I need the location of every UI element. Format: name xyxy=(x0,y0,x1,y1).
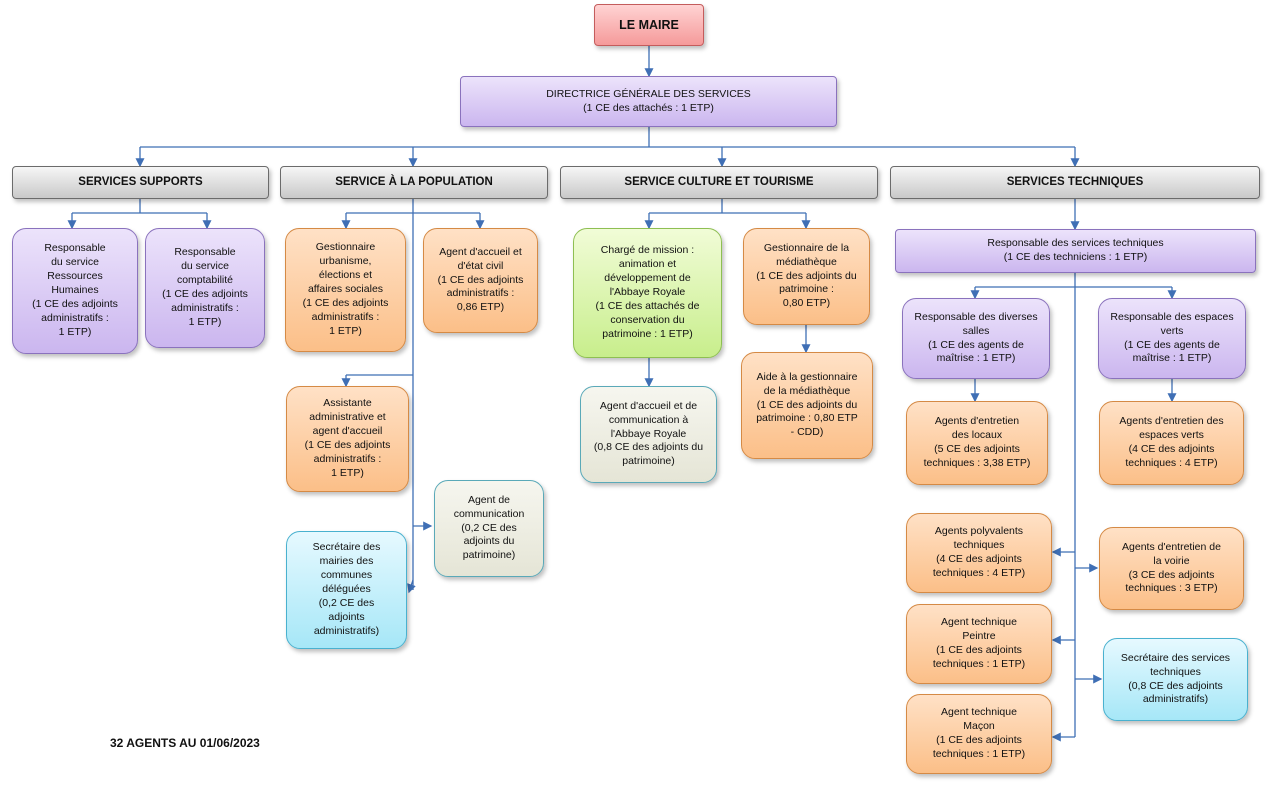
box-secretaire-services-techniques: Secrétaire des services techniques (0,8 … xyxy=(1103,638,1248,721)
box-aide-mediatheque: Aide à la gestionnaire de la médiathèque… xyxy=(741,352,873,459)
box-agents-polyvalents: Agents polyvalents techniques (4 CE des … xyxy=(906,513,1052,593)
box-responsable-services-techniques: Responsable des services techniques (1 C… xyxy=(895,229,1256,273)
box-agent-accueil-abbaye: Agent d'accueil et de communication à l'… xyxy=(580,386,717,483)
maire-box: LE MAIRE xyxy=(594,4,704,46)
box-agent-communication: Agent de communication (0,2 CE des adjoi… xyxy=(434,480,544,577)
box-agent-accueil-etat-civil: Agent d'accueil et d'état civil (1 CE de… xyxy=(423,228,538,333)
box-responsable-rh: Responsable du service Ressources Humain… xyxy=(12,228,138,354)
header-services-supports: SERVICES SUPPORTS xyxy=(12,166,269,199)
box-gestionnaire-mediatheque: Gestionnaire de la médiathèque (1 CE des… xyxy=(743,228,870,325)
box-assistante-administrative: Assistante administrative et agent d'acc… xyxy=(286,386,409,492)
header-service-culture-tourisme: SERVICE CULTURE ET TOURISME xyxy=(560,166,878,199)
box-agent-technique-macon: Agent technique Maçon (1 CE des adjoints… xyxy=(906,694,1052,774)
header-service-population: SERVICE À LA POPULATION xyxy=(280,166,548,199)
box-agents-entretien-espaces-verts: Agents d'entretien des espaces verts (4 … xyxy=(1099,401,1244,485)
box-gestionnaire-urbanisme: Gestionnaire urbanisme, élections et aff… xyxy=(285,228,406,352)
box-responsable-comptabilite: Responsable du service comptabilité (1 C… xyxy=(145,228,265,348)
box-charge-mission-abbaye: Chargé de mission : animation et dévelop… xyxy=(573,228,722,358)
footer-agents-count: 32 AGENTS AU 01/06/2023 xyxy=(110,736,260,750)
box-secretaire-mairies-deleguees: Secrétaire des mairies des communes délé… xyxy=(286,531,407,649)
box-agent-technique-peintre: Agent technique Peintre (1 CE des adjoin… xyxy=(906,604,1052,684)
dgs-box: DIRECTRICE GÉNÉRALE DES SERVICES (1 CE d… xyxy=(460,76,837,127)
box-agents-entretien-voirie: Agents d'entretien de la voirie (3 CE de… xyxy=(1099,527,1244,610)
box-responsable-espaces-verts: Responsable des espaces verts (1 CE des … xyxy=(1098,298,1246,379)
header-services-techniques: SERVICES TECHNIQUES xyxy=(890,166,1260,199)
box-responsable-salles: Responsable des diverses salles (1 CE de… xyxy=(902,298,1050,379)
box-agents-entretien-locaux: Agents d'entretien des locaux (5 CE des … xyxy=(906,401,1048,485)
